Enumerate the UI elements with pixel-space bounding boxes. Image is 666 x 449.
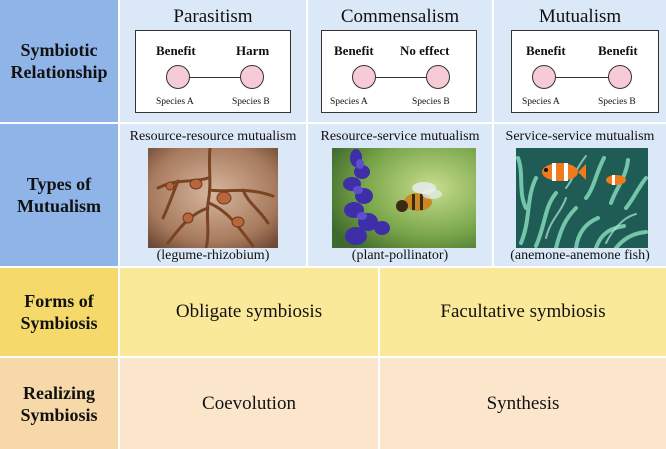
species-b-label: Species B [412, 97, 450, 107]
species-a-effect: Benefit [526, 43, 566, 58]
mutualism-type-title: Service-service mutualism [505, 129, 655, 144]
row-label-realizing: Realizing Symbiosis [0, 358, 118, 449]
species-b-circle [240, 65, 264, 89]
species-b-circle [426, 65, 450, 89]
relationship-link [544, 77, 624, 78]
relationship-title: Commensalism [340, 6, 460, 27]
species-b-effect: Benefit [598, 43, 638, 58]
bee-on-flower-photo [332, 148, 476, 248]
species-b-label: Species B [232, 97, 270, 107]
mutualism-type-caption: (legume-rhizobium) [156, 248, 270, 263]
realizing-synthesis: Synthesis [380, 358, 666, 449]
relationship-title: Mutualism [538, 6, 622, 27]
form-obligate: Obligate symbiosis [120, 268, 378, 356]
relationship-diagram: Benefit Benefit Species A Species B [511, 30, 659, 113]
row-label-symbiotic-text: Symbiotic Relationship [10, 40, 108, 82]
realizing-synthesis-text: Synthesis [486, 392, 560, 414]
row-label-realizing-text: Realizing Symbiosis [20, 382, 98, 425]
species-a-circle [166, 65, 190, 89]
relationship-diagram: Benefit Harm Species A Species B [135, 30, 291, 113]
mutualism-type-service-service: Service-service mutualism [494, 124, 666, 266]
mutualism-type-title: Resource-service mutualism [320, 129, 480, 144]
row-label-forms-text: Forms of Symbiosis [20, 291, 98, 333]
species-b-effect: Harm [236, 43, 270, 58]
mutualism-type-resource-service: Resource-service mutualism [308, 124, 492, 266]
species-a-label: Species A [330, 97, 368, 107]
row-label-forms: Forms of Symbiosis [0, 268, 118, 356]
relationship-parasitism: Parasitism Benefit Harm Species A Specie… [120, 0, 306, 122]
row-label-symbiotic: Symbiotic Relationship [0, 0, 118, 122]
relationship-link [178, 77, 258, 78]
form-facultative-text: Facultative symbiosis [440, 301, 606, 322]
realizing-coevolution: Coevolution [120, 358, 378, 449]
relationship-diagram: Benefit No effect Species A Species B [321, 30, 477, 113]
relationship-mutualism: Mutualism Benefit Benefit Species A Spec… [494, 0, 666, 122]
species-b-circle [608, 65, 632, 89]
relationship-link [364, 77, 444, 78]
species-b-label: Species B [598, 97, 636, 107]
row-label-types: Types of Mutualism [0, 124, 118, 266]
mutualism-type-caption: (plant-pollinator) [351, 248, 449, 263]
species-a-effect: Benefit [334, 43, 374, 58]
species-a-circle [532, 65, 556, 89]
species-a-label: Species A [156, 97, 194, 107]
species-b-effect: No effect [400, 43, 450, 58]
species-a-effect: Benefit [156, 43, 196, 58]
species-a-circle [352, 65, 376, 89]
mutualism-type-title: Resource-resource mutualism [129, 129, 297, 144]
species-a-label: Species A [522, 97, 560, 107]
row-label-types-text: Types of Mutualism [16, 174, 101, 216]
relationship-title: Parasitism [173, 6, 253, 27]
form-facultative: Facultative symbiosis [380, 268, 666, 356]
clownfish-anemone-photo [516, 148, 648, 248]
legume-roots-photo [148, 148, 278, 248]
relationship-commensalism: Commensalism Benefit No effect Species A… [308, 0, 492, 122]
realizing-coevolution-text: Coevolution [202, 392, 296, 414]
mutualism-type-caption: (anemone-anemone fish) [510, 248, 650, 263]
mutualism-type-resource-resource: Resource-resource mutualism [120, 124, 306, 266]
form-obligate-text: Obligate symbiosis [175, 301, 323, 322]
